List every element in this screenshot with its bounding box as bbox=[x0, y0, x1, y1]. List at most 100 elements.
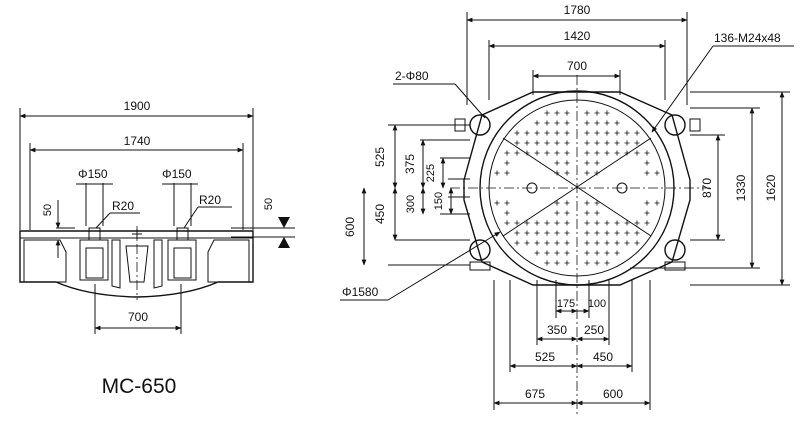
screw-hole-mark bbox=[554, 150, 560, 156]
screw-hole-mark bbox=[534, 130, 540, 136]
screw-hole-mark bbox=[494, 170, 500, 176]
screw-hole-mark bbox=[584, 200, 590, 206]
t-slot-left bbox=[79, 227, 109, 281]
screw-hole-mark bbox=[634, 140, 640, 146]
dim-v-450: 450 bbox=[373, 204, 387, 224]
screw-hole-mark bbox=[554, 130, 560, 136]
screw-hole-mark bbox=[624, 230, 630, 236]
screw-hole-mark bbox=[644, 220, 650, 226]
dim-v-1330: 1330 bbox=[734, 174, 748, 201]
screw-hole-mark bbox=[554, 110, 560, 116]
dim-overall-width: 1900 bbox=[124, 99, 151, 113]
screw-hole-mark bbox=[524, 220, 530, 226]
screw-hole-mark bbox=[544, 260, 550, 266]
screw-hole-mark bbox=[554, 240, 560, 246]
screw-hole-mark bbox=[584, 210, 590, 216]
dim-v-375: 375 bbox=[403, 154, 417, 174]
screw-hole-mark bbox=[604, 120, 610, 126]
dim-bore-spacing: 700 bbox=[128, 310, 148, 324]
screw-hole-mark bbox=[554, 210, 560, 216]
screw-hole-mark bbox=[594, 250, 600, 256]
dim-h-450: 450 bbox=[593, 350, 613, 364]
screw-hole-mark bbox=[584, 120, 590, 126]
screw-hole-mark bbox=[594, 220, 600, 226]
dim-v-150: 150 bbox=[433, 192, 445, 210]
dim-v-600: 600 bbox=[343, 217, 357, 237]
screw-hole-mark bbox=[604, 150, 610, 156]
screw-hole-mark bbox=[544, 250, 550, 256]
screw-hole-mark bbox=[504, 210, 510, 216]
screw-hole-mark bbox=[554, 260, 560, 266]
screw-hole-mark bbox=[514, 220, 520, 226]
screw-hole-mark bbox=[564, 260, 570, 266]
screw-hole-mark bbox=[644, 170, 650, 176]
screw-hole-mark bbox=[564, 170, 570, 176]
label-pin-holes: 2-Φ80 bbox=[395, 69, 429, 83]
screw-hole-mark bbox=[524, 140, 530, 146]
t-slot-right bbox=[167, 227, 197, 281]
screw-hole-mark bbox=[584, 240, 590, 246]
screw-hole-mark bbox=[564, 250, 570, 256]
screw-hole-mark bbox=[624, 130, 630, 136]
screw-hole-mark bbox=[564, 150, 570, 156]
label-diameter: Φ1580 bbox=[342, 285, 379, 299]
screw-hole-mark bbox=[584, 250, 590, 256]
screw-hole-mark bbox=[534, 240, 540, 246]
screw-hole-mark bbox=[524, 150, 530, 156]
screw-hole-mark bbox=[504, 220, 510, 226]
screw-hole-mark bbox=[534, 250, 540, 256]
dim-v-300: 300 bbox=[405, 195, 417, 213]
screw-hole-mark bbox=[504, 170, 510, 176]
screw-hole-mark bbox=[534, 150, 540, 156]
screw-hole-mark bbox=[584, 260, 590, 266]
dim-v-870: 870 bbox=[700, 178, 714, 198]
screw-hole-mark bbox=[584, 170, 590, 176]
screw-hole-mark bbox=[584, 150, 590, 156]
screw-hole-mark bbox=[594, 150, 600, 156]
screw-hole-mark bbox=[524, 240, 530, 246]
screw-hole-mark bbox=[584, 130, 590, 136]
screw-hole-mark bbox=[554, 140, 560, 146]
screw-hole-mark bbox=[544, 110, 550, 116]
dim-h-675: 675 bbox=[525, 387, 545, 401]
leader-radius-left bbox=[95, 212, 111, 229]
screw-hole-mark bbox=[534, 120, 540, 126]
screw-hole-mark bbox=[604, 220, 610, 226]
screw-hole-mark bbox=[544, 240, 550, 246]
screw-hole-mark bbox=[514, 240, 520, 246]
screw-hole-mark bbox=[554, 160, 560, 166]
screw-hole-mark bbox=[644, 160, 650, 166]
screw-hole-mark bbox=[564, 110, 570, 116]
screw-hole-mark bbox=[624, 240, 630, 246]
screw-hole-mark bbox=[634, 220, 640, 226]
screw-hole-mark bbox=[594, 120, 600, 126]
dim-radius-left: R20 bbox=[112, 199, 134, 213]
screw-hole-mark bbox=[614, 220, 620, 226]
screw-hole-mark bbox=[564, 210, 570, 216]
dim-h-100: 100 bbox=[588, 298, 606, 310]
screw-hole-mark bbox=[634, 150, 640, 156]
screw-hole-mark bbox=[594, 130, 600, 136]
top-view: 1780 1420 700 bbox=[340, 3, 794, 415]
screw-hole-mark bbox=[564, 140, 570, 146]
screw-hole-mark bbox=[594, 170, 600, 176]
screw-hole-mark bbox=[594, 260, 600, 266]
model-label: MC-650 bbox=[102, 375, 177, 398]
corner-pins bbox=[454, 114, 701, 271]
screw-hole-mark bbox=[524, 230, 530, 236]
screw-hole-mark bbox=[614, 230, 620, 236]
dim-v-1620: 1620 bbox=[764, 174, 778, 201]
screw-hole-mark bbox=[544, 130, 550, 136]
screw-hole-mark bbox=[604, 110, 610, 116]
screw-hole-mark bbox=[534, 220, 540, 226]
screw-hole-mark bbox=[584, 110, 590, 116]
screw-hole-mark bbox=[624, 220, 630, 226]
screw-hole-mark bbox=[544, 120, 550, 126]
dim-h-525: 525 bbox=[535, 350, 555, 364]
screw-hole-mark bbox=[604, 250, 610, 256]
screw-hole-mark bbox=[584, 160, 590, 166]
screw-hole-pattern bbox=[494, 110, 660, 266]
screw-hole-mark bbox=[614, 130, 620, 136]
screw-hole-mark bbox=[624, 150, 630, 156]
label-screw-holes: 136-M24x48 bbox=[714, 31, 781, 45]
